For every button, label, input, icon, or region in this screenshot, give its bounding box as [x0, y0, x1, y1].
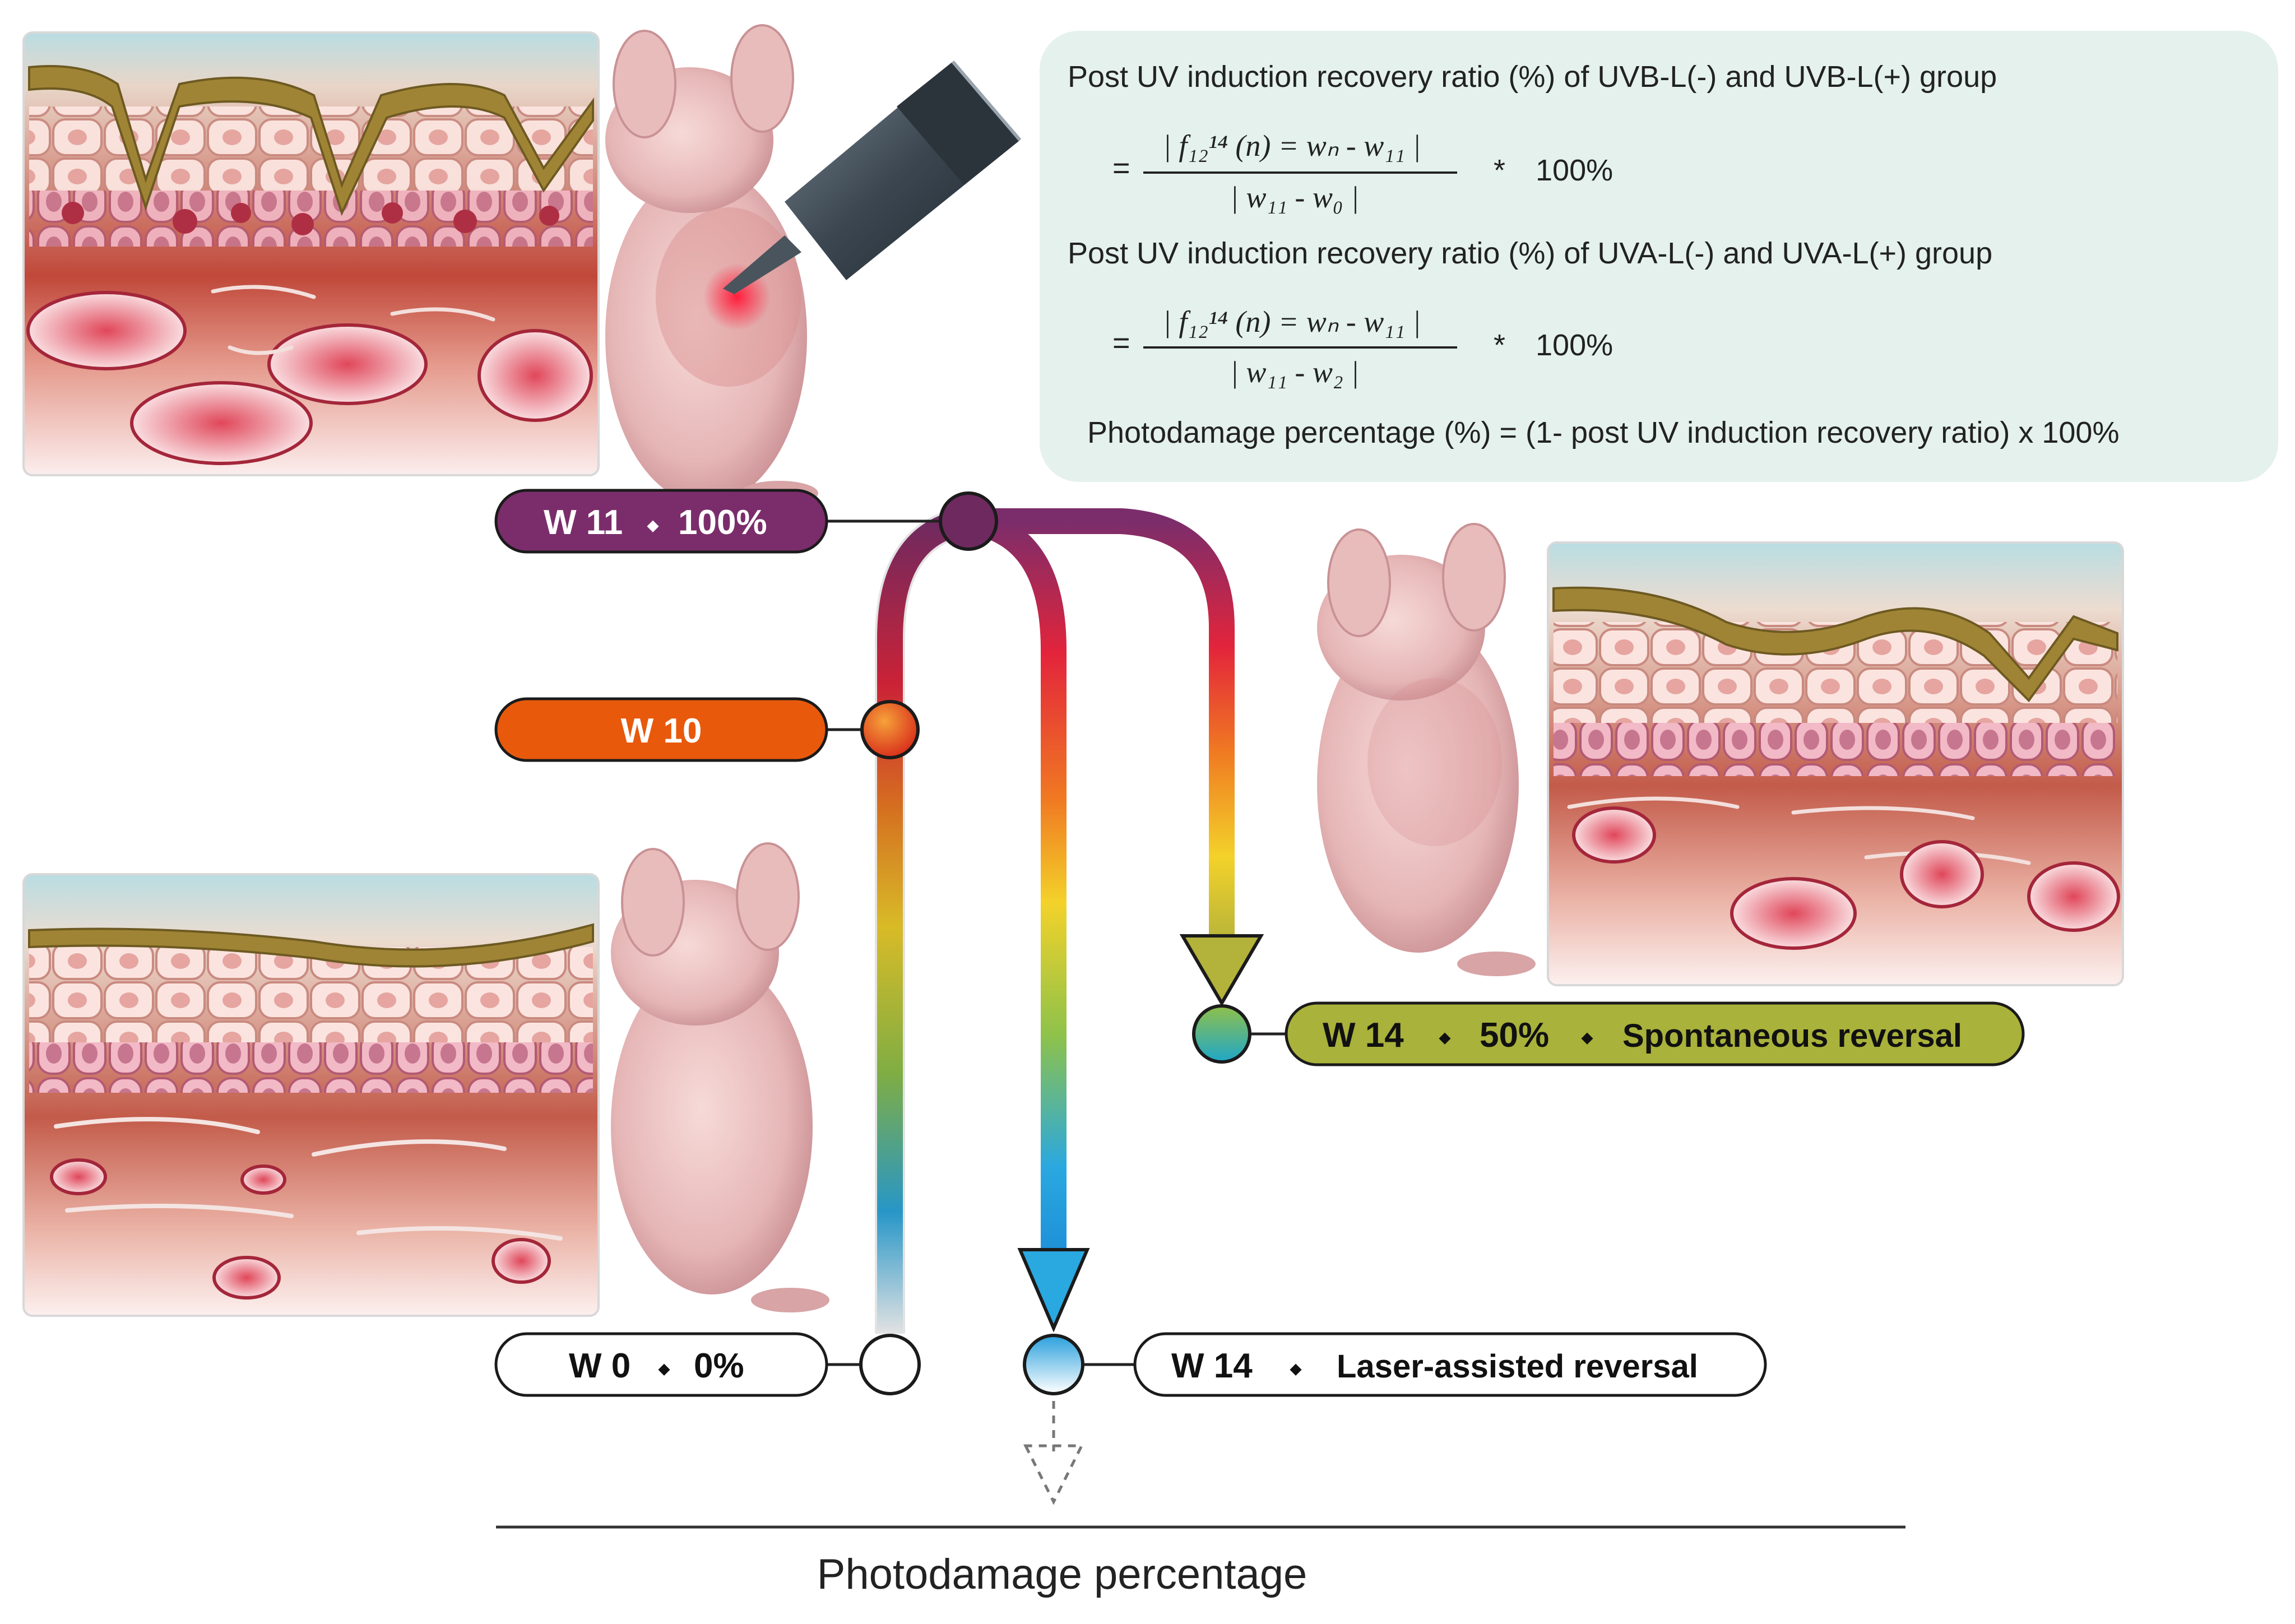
label-w14-spont-desc: Spontaneous reversal: [1622, 1018, 1962, 1054]
uva-denominator: | w₁₁ - w₂ |: [1230, 355, 1359, 389]
label-w0: W 0 ◆ 0%: [494, 1332, 828, 1397]
label-w14-laser: W 14 ◆ Laser-assisted reversal: [1133, 1332, 1767, 1397]
node-w14-laser: [1023, 1334, 1084, 1395]
skin-panel-w0: [22, 873, 600, 1317]
uva-formula-title: Post UV induction recovery ratio (%) of …: [1068, 236, 1992, 270]
node-w14-spont: [1192, 1004, 1251, 1064]
node-w0: [859, 1334, 921, 1395]
mouse-w14-illustration: [1317, 523, 1536, 976]
label-w14-spont-percent: 50%: [1480, 1016, 1549, 1055]
arrowhead-w14-spont: [1179, 934, 1264, 1006]
uva-equals-sign: =: [1112, 326, 1130, 360]
label-w14-spont-week: W 14: [1323, 1016, 1404, 1055]
skin-panel-w11: [22, 31, 600, 476]
uvb-hundred: 100%: [1536, 154, 1613, 187]
label-w14-spontaneous: W 14 ◆ 50% ◆ Spontaneous reversal: [1285, 1001, 2025, 1066]
label-w11-percent: 100%: [678, 503, 767, 542]
mouse-w11-illustration: [605, 24, 818, 505]
label-w14-spont-sep1: ◆: [1439, 1029, 1451, 1046]
label-w14-laser-sep: ◆: [1290, 1360, 1302, 1377]
dashed-continuation-arrow: [1023, 1401, 1084, 1505]
uva-hundred: 100%: [1536, 328, 1613, 362]
uvb-times-sign: *: [1494, 154, 1505, 187]
label-w14-laser-desc: Laser-assisted reversal: [1337, 1348, 1698, 1385]
mouse-w0-illustration: [611, 842, 829, 1312]
uvb-formula-title: Post UV induction recovery ratio (%) of …: [1068, 60, 1997, 94]
label-w0-percent: 0%: [694, 1347, 744, 1385]
uvb-numerator: | f₁₂¹⁴ (n) = wₙ - w₁₁ |: [1163, 129, 1421, 163]
uvb-denominator: | w₁₁ - w₀ |: [1230, 180, 1359, 214]
label-w10-week: W 10: [621, 712, 702, 750]
node-w10: [860, 700, 920, 759]
path-w11-to-w14-spont: [968, 508, 1235, 941]
label-w0-week: W 0: [569, 1347, 630, 1385]
skin-panel-w14: [1547, 541, 2124, 986]
uvb-equals-sign: =: [1112, 151, 1130, 185]
label-w11: W 11 ◆ 100%: [494, 489, 828, 554]
node-w11: [939, 491, 998, 551]
path-w11-to-w14-laser: [966, 508, 1067, 1255]
uva-times-sign: *: [1494, 328, 1505, 362]
arrowhead-w14-laser: [1017, 1248, 1090, 1333]
photodamage-formula: Photodamage percentage (%) = (1- post UV…: [1087, 416, 2119, 449]
label-w0-sep: ◆: [658, 1360, 670, 1377]
uva-numerator: | f₁₂¹⁴ (n) = wₙ - w₁₁ |: [1163, 305, 1421, 338]
label-w14-spont-sep2: ◆: [1581, 1029, 1593, 1046]
label-w10: W 10: [494, 697, 828, 762]
label-w14-laser-week: W 14: [1171, 1347, 1253, 1385]
formula-box: Post UV induction recovery ratio (%) of …: [1040, 31, 2278, 482]
label-w11-week: W 11: [544, 503, 623, 542]
photodamage-axis-title: Photodamage percentage: [817, 1551, 1308, 1598]
label-w11-sep: ◆: [647, 517, 659, 533]
laser-device-icon: [723, 61, 1022, 294]
